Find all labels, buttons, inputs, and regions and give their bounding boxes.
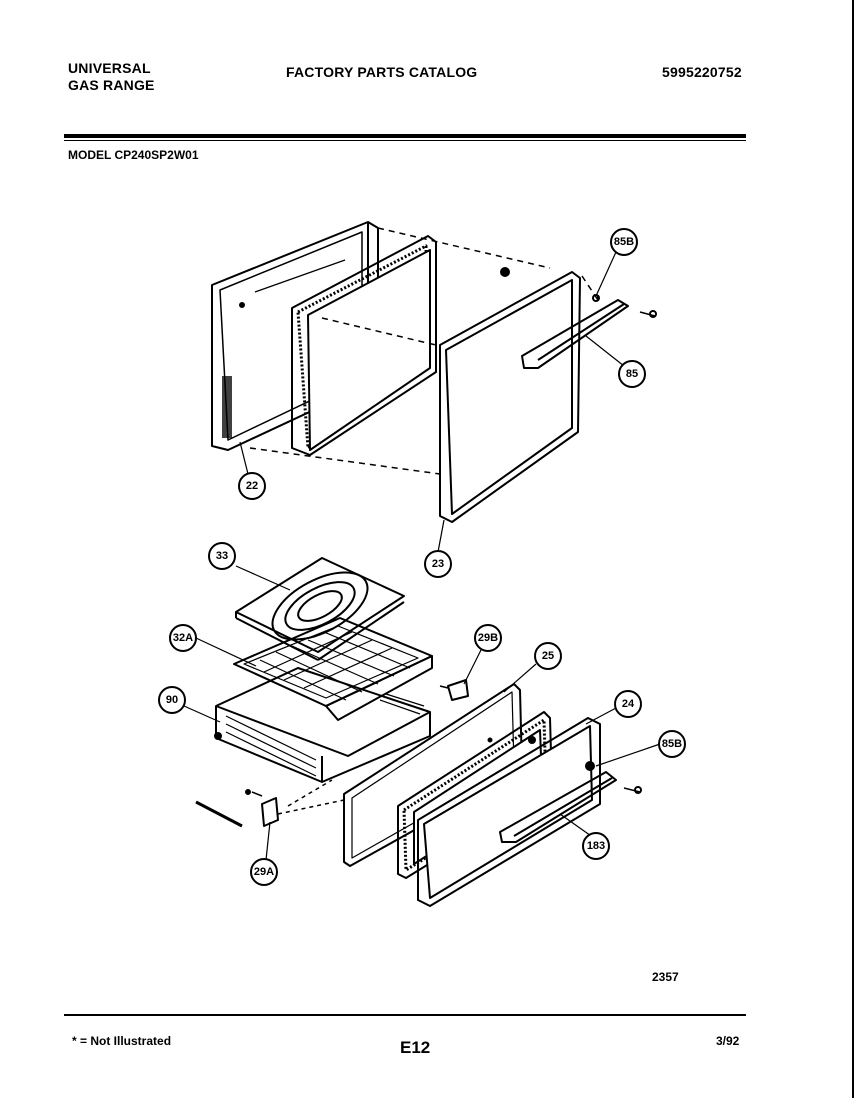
not-illustrated-note: * = Not Illustrated (72, 1034, 172, 1048)
lower-alignment-lines (277, 779, 345, 815)
callout-85b-bottom (658, 730, 686, 758)
broiler-outer-door-part (417, 717, 601, 907)
figure-number: 2357 (652, 970, 679, 984)
leader-lines (183, 251, 661, 861)
callout-32a (169, 624, 197, 652)
callout-183 (582, 832, 610, 860)
upper-alignment-lines (249, 227, 599, 475)
callout-25 (534, 642, 562, 670)
callout-29a-label: 29A (254, 866, 274, 878)
callout-22-label: 22 (246, 480, 258, 492)
brand-line-1: UNIVERSAL (68, 60, 151, 76)
callout-24 (614, 690, 642, 718)
callout-25-label: 25 (542, 650, 554, 662)
part-number: 5995220752 (662, 64, 742, 80)
callout-22 (238, 472, 266, 500)
callout-29a (250, 858, 278, 886)
callout-85 (618, 360, 646, 388)
callout-85b-top (610, 228, 638, 256)
callout-23 (424, 550, 452, 578)
catalog-title: FACTORY PARTS CATALOG (286, 64, 478, 80)
brand-line-2: GAS RANGE (68, 77, 155, 93)
door-screw-part (500, 267, 510, 277)
callout-29b (474, 624, 502, 652)
callout-23-label: 23 (432, 558, 444, 570)
hinge-29a-part (195, 789, 279, 828)
callout-24-label: 24 (622, 698, 635, 710)
callout-29b-label: 29B (478, 632, 498, 644)
callout-33 (208, 542, 236, 570)
callout-32a-label: 32A (173, 632, 193, 644)
callout-90-label: 90 (166, 694, 178, 706)
brand-block: UNIVERSAL GAS RANGE (68, 60, 155, 94)
revision-date: 3/92 (716, 1034, 740, 1048)
page-id: E12 (400, 1038, 431, 1057)
callout-85b-top-label: 85B (614, 236, 634, 248)
callout-90 (158, 686, 186, 714)
broiler-handle-part (499, 761, 642, 843)
header-rule (64, 134, 746, 138)
broiler-frame-part (214, 667, 431, 783)
callout-33-label: 33 (216, 550, 228, 562)
hinge-29b-part (439, 679, 469, 701)
door-insulation-part (291, 235, 437, 456)
model-line: MODEL CP240SP2W01 (68, 148, 199, 162)
footer-rule (64, 1014, 746, 1016)
callout-85-label: 85 (626, 368, 638, 380)
callout-183-label: 183 (587, 840, 605, 852)
broiler-pan-part (233, 617, 433, 721)
header-rule-thin (64, 140, 746, 141)
callout-85b-bottom-label: 85B (662, 738, 682, 750)
outer-door-part (439, 271, 581, 523)
